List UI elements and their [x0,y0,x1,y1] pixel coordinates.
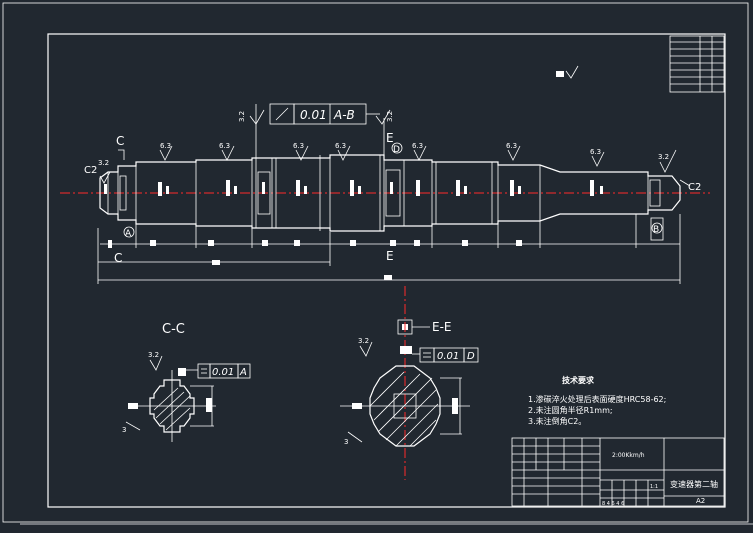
section-e-roughness: 3.2 [358,337,369,345]
runout-datums: A-B [333,108,355,122]
roughness-label: 6.3 [590,148,601,156]
section-ee-title: E-E [432,320,452,334]
section-c-tol-datum: A [239,367,247,378]
shaft-main-view: 6.3 6.3 6.3 6.3 6.3 6.3 6.3 3.2 3.2 C2 C… [60,131,710,241]
datum-b-label: B [653,225,659,235]
section-c-dim-small: 3 [122,426,126,434]
section-e-dim-label: E [386,249,394,263]
section-cc-profile [149,379,195,433]
tech-req-item: 3.未注倒角C2。 [528,416,586,426]
tech-req-heading: 技术要求 [562,375,595,385]
roughness-label: 6.3 [412,142,423,150]
tech-req-item: 2.未注圆角半径R1mm; [528,405,613,415]
roughness-label: 6.3 [506,142,517,150]
roughness-label: 6.3 [160,142,171,150]
section-e-dim-small: 3 [344,438,348,446]
shaft-dimension-marks [104,180,603,196]
roughness-note-symbol [556,65,579,79]
section-ee-view: E-E 3.2 0.01 D 3 [340,286,479,480]
roughness-label: 3.2 [658,153,669,161]
datum-b-circle [651,222,663,234]
title-row-digits: 8 4 6 4 6 [602,501,624,507]
runout-roughness-right: 3.2 [386,111,394,122]
runout-roughness-left: 3.2 [238,111,246,122]
title-block: 2:00Kkm/h 变速器第二轴 A2 1:1 8 4 6 4 6 [511,437,725,507]
roughness-label: 6.3 [219,142,230,150]
datum-a-label: A [125,229,132,239]
title-scale-note: 2:00Kkm/h [612,452,645,459]
datum-a-circle [123,226,135,238]
datum-d-label: D [393,145,400,155]
section-e-tol-datum: D [467,351,475,362]
section-c-dim-label: C [114,251,122,265]
technical-requirements: 技术要求 1.渗碳淬火处理后表面硬度HRC58-62; 2.未注圆角半径R1mm… [528,375,666,426]
roughness-label: 3.2 [98,159,109,167]
section-e-tol-value: 0.01 [437,351,459,362]
runout-value: 0.01 [300,108,327,122]
length-dimensions: C E [97,214,681,284]
section-c-marker: C [116,134,124,148]
section-cc-view: C-C 3.2 0.01 A 3 [122,322,251,442]
title-part-name: 变速器第二轴 [670,479,718,489]
parameter-table [669,35,725,93]
section-c-tol-value: 0.01 [212,367,234,378]
runout-tolerance: 3.2 0.01 A-B 3.2 [238,103,394,158]
section-e-cut-label: E [386,131,394,145]
outer-border [2,2,749,523]
section-ee-profile [369,365,441,447]
chamfer-label-left: C2 [84,165,97,176]
roughness-label: 6.3 [335,142,346,150]
section-c-roughness: 3.2 [148,351,159,359]
roughness-symbols [99,145,677,184]
title-scale: 1:1 [650,484,658,490]
section-cc-title: C-C [162,322,185,337]
datum-d-circle [391,142,403,154]
inner-frame [47,33,726,508]
title-sheet-size: A2 [696,497,705,505]
tech-req-item: 1.渗碳淬火处理后表面硬度HRC58-62; [528,394,666,404]
chamfer-label-right: C2 [688,182,701,193]
roughness-label: 6.3 [293,142,304,150]
